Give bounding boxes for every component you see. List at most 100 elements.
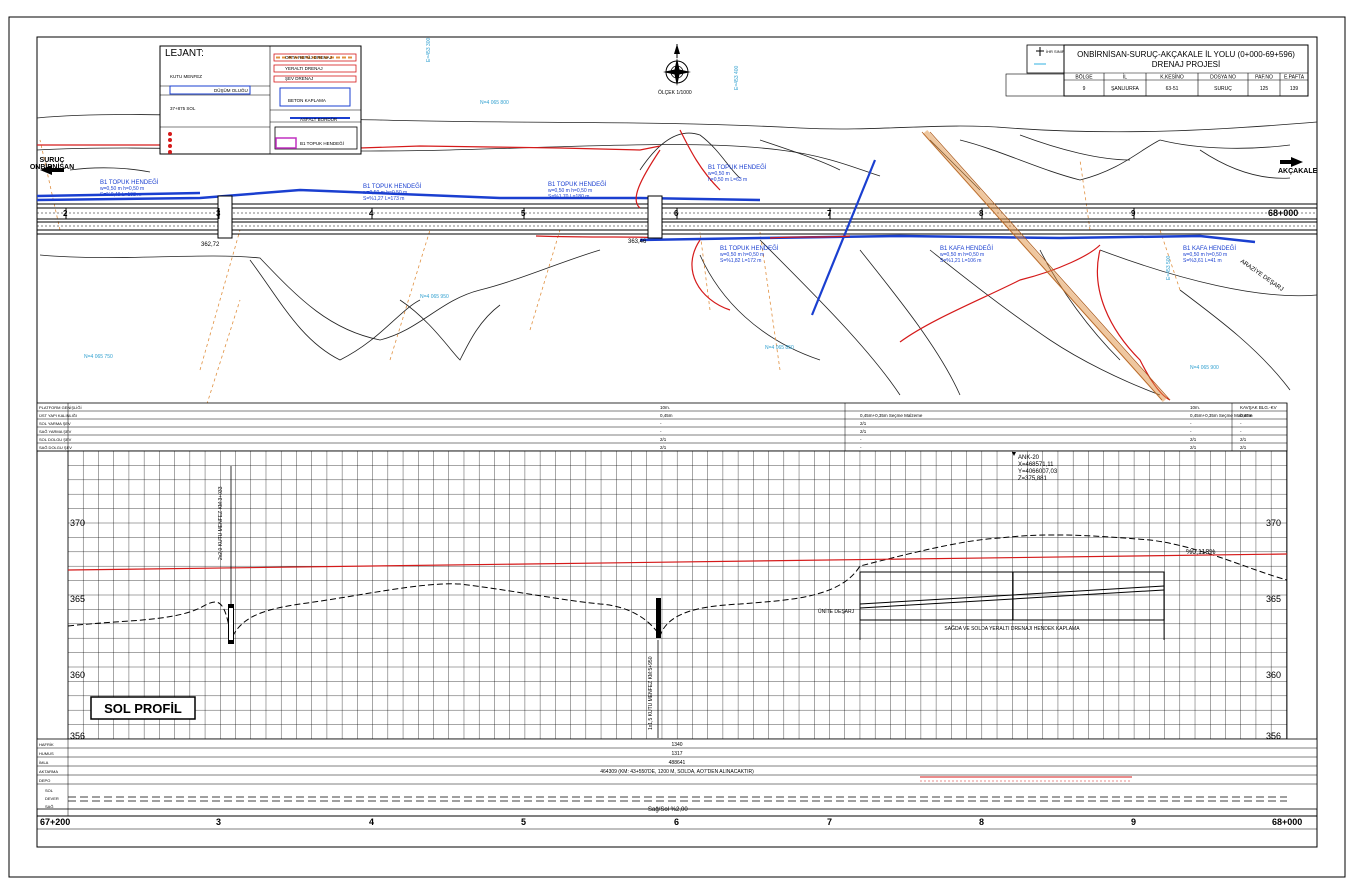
bottom-station-label: 4: [369, 817, 374, 827]
bottom-station-label: 9: [1131, 817, 1136, 827]
svg-text:S=%1,21 L=106 m: S=%1,21 L=106 m: [940, 258, 981, 264]
culvert-label-1: 2x2,0 KUTU MENFEZ KM:3+033: [218, 486, 224, 560]
legend-item: ŞEV DRENAJ: [285, 76, 313, 81]
qty-value: 464309 (KM: 43+550'DE, 1200 M, SOLDA, AO…: [600, 769, 754, 775]
coord-label: E=453 500: [1166, 255, 1172, 280]
info-row-cell: 2/1: [1190, 437, 1197, 442]
info-row-cell: 2/1: [1240, 437, 1247, 442]
svg-text:B1 KAFA HENDEĞİ: B1 KAFA HENDEĞİ: [1183, 245, 1236, 252]
info-row-cell: 0,45m+0,35m Seçme Malzeme: [1190, 413, 1253, 418]
legend-item: BETON KAPLAMA: [288, 98, 326, 103]
legend-item: ORTA REFÜJ DRENAJ: [285, 54, 332, 60]
legend-item: YERALTI DRENAJ: [285, 66, 323, 71]
svg-text:B1 TOPUK HENDEĞİ: B1 TOPUK HENDEĞİ: [363, 183, 422, 190]
info-row-label: ÜST YAPI KALINLIĞI: [39, 413, 77, 418]
info-row-cell: -: [860, 445, 862, 450]
profile-title-box: [90, 696, 196, 720]
elev-left-label: 362,72: [201, 242, 220, 248]
info-row-cell: -: [660, 421, 662, 426]
tb-value: 139: [1290, 86, 1299, 92]
info-row-label: SOL DOLGU ŞEV: [39, 437, 72, 442]
cross-label: İHR SINIRI: [1046, 49, 1066, 54]
svg-text:w=0,50 m h=0,50 m: w=0,50 m h=0,50 m: [548, 188, 592, 194]
legend-item: DÜŞÜM OLUĞU: [214, 87, 248, 93]
qty-value: 1317: [671, 751, 682, 757]
svg-text:B1 TOPUK HENDEĞİ: B1 TOPUK HENDEĞİ: [720, 245, 779, 252]
svg-text:w=0,50 m h=0,50 m: w=0,50 m h=0,50 m: [1183, 252, 1227, 258]
tb-header: PAF.NO: [1255, 75, 1273, 81]
coord-label: N=4 065 950: [420, 294, 449, 300]
legend-panel: LEJANT: ORTA REFÜJ DRENAJ YERALTI DRENAJ Ş…: [159, 45, 362, 155]
point-y: Y=4066007,03: [1018, 469, 1058, 475]
culvert-label-2: 1x1,5 KUTU MENFEZ KM:5+950: [648, 656, 654, 730]
tb-header: K.KESİNO: [1160, 74, 1184, 81]
bottom-station-label: 5: [521, 817, 526, 827]
project-type: DRENAJ PROJESİ: [1152, 60, 1220, 69]
svg-text:S=%1,82 L=172 m: S=%1,82 L=172 m: [720, 258, 761, 264]
tb-header: İL: [1123, 74, 1127, 81]
scale-label: ÖLÇEK 1/1000: [658, 89, 692, 96]
legend-item: B1 TOPUK HENDEĞİ: [300, 140, 344, 146]
arrow-right-icon: [1291, 157, 1303, 167]
info-row-cell: -: [660, 429, 662, 434]
qty-label: HAFRİK: [39, 742, 54, 747]
tb-header: DOSYA NO: [1210, 75, 1236, 81]
plan-station-label: 4: [369, 209, 374, 218]
info-row-label: SAĞ DOLGU ŞEV: [39, 445, 72, 450]
slope-label: %0,118%: [1186, 549, 1215, 556]
info-row-cell: -: [1240, 421, 1242, 426]
direction-right: AKÇAKALE: [1278, 157, 1318, 175]
culvert-marker-2: [656, 598, 661, 638]
coord-label: N=4 065 800: [480, 100, 509, 106]
svg-text:S=%0,48 L=192 m: S=%0,48 L=192 m: [100, 192, 141, 198]
svg-text:B1 TOPUK HENDEĞİ: B1 TOPUK HENDEĞİ: [708, 164, 767, 171]
y-tick-left: 360: [70, 670, 85, 680]
coordinate-grid: [39, 139, 1181, 411]
legend-markers: [168, 132, 172, 154]
ditch-labels: B1 TOPUK HENDEĞİ w=0,50 m h=0,50 m S=%0,48…: [100, 164, 1236, 264]
qty-label: AKTARMA: [39, 769, 58, 774]
legend-item: ASFALT BORDÜR: [300, 116, 338, 122]
info-row-cell: 10m.: [1190, 405, 1200, 410]
plan-station-label: 6: [674, 209, 679, 218]
tb-value: SURUÇ: [1214, 86, 1232, 92]
y-tick-right: 360: [1266, 670, 1281, 680]
info-row-cell: 2/1: [860, 421, 867, 426]
y-tick-left: 356: [70, 731, 85, 741]
bottom-station-label: 3: [216, 817, 221, 827]
info-row-cell: 10m.: [660, 405, 670, 410]
plan-station-label: 5: [521, 209, 526, 218]
culverts: [217, 195, 663, 239]
plan-station-label: 2: [63, 209, 68, 218]
legend-title: LEJANT:: [165, 48, 204, 59]
legend-items: ORTA REFÜJ DRENAJ YERALTI DRENAJ ŞEV DRENA…: [170, 54, 344, 146]
tb-value: 9: [1083, 86, 1086, 92]
info-row-cell: 2/1: [1190, 445, 1197, 450]
north-arrow-icon: [663, 44, 691, 86]
info-row-cell: 0,45m: [1240, 413, 1253, 418]
tb-value: 125: [1260, 86, 1269, 92]
plan-station-label: 7: [827, 209, 832, 218]
info-row-cell: 0,45m+0,35m Seçme Malzeme: [860, 413, 923, 418]
coord-label: N=4 065 750: [84, 354, 113, 360]
project-name: ONBİRNİSAN-SURUÇ-AKÇAKALE İL YOLU (0+000…: [1077, 50, 1295, 59]
info-row-label: SOL YARMA ŞEV: [39, 421, 71, 426]
info-row-cell: -: [1190, 421, 1192, 426]
drain-section: SAĞDA VE SOLDA YERALTI DRENAJI HENDEK KA…: [818, 571, 1165, 640]
plan-station-label: 9: [1131, 209, 1136, 218]
